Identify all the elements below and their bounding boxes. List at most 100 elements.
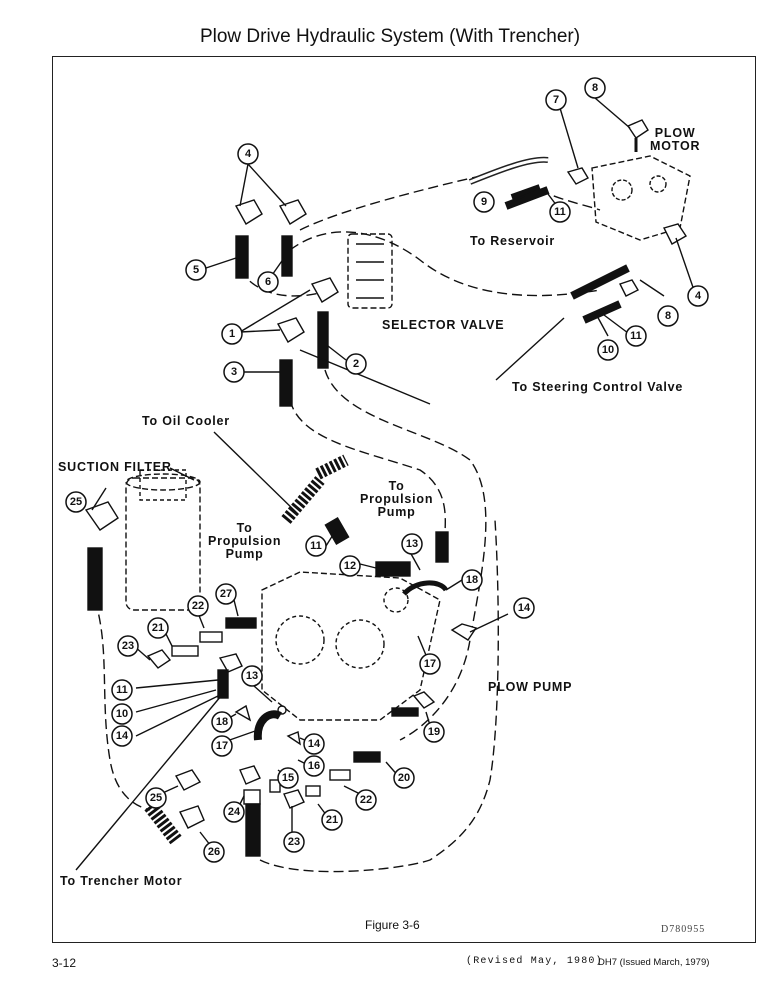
callout-25: 25 (65, 491, 87, 513)
callout-27: 27 (215, 583, 237, 605)
callout-number: 23 (288, 836, 300, 848)
to-propulsion-right-line2: Propulsion (360, 492, 434, 506)
callout-circle (147, 617, 169, 639)
callout-number: 13 (406, 538, 418, 550)
to-propulsion-left-line3: Pump (225, 547, 264, 561)
callout-circle (513, 597, 535, 619)
callout-number: 22 (360, 794, 372, 806)
callout-number: 1 (229, 328, 235, 340)
callout-circle (221, 323, 243, 345)
callout-number: 26 (208, 846, 220, 858)
callout-11: 11 (625, 325, 647, 347)
callout-number: 22 (192, 600, 204, 612)
callout-number: 10 (602, 344, 614, 356)
callout-number: 10 (116, 708, 128, 720)
callout-number: 8 (665, 310, 671, 322)
callout-circle (237, 143, 259, 165)
callout-number: 11 (554, 206, 566, 218)
callout-number: 20 (398, 772, 410, 784)
callout-circle (111, 679, 133, 701)
callout-18: 18 (461, 569, 483, 591)
callout-number: 2 (353, 358, 359, 370)
callout-number: 14 (308, 738, 321, 750)
callout-number: 18 (466, 574, 478, 586)
callout-circle (215, 583, 237, 605)
callout-circle (393, 767, 415, 789)
callout-number: 7 (553, 94, 559, 106)
callout-circle (257, 271, 279, 293)
callout-circle (185, 259, 207, 281)
callout-circle (305, 535, 327, 557)
callout-circle (211, 735, 233, 757)
callout-18: 18 (211, 711, 233, 733)
callout-11: 11 (549, 201, 571, 223)
callout-circle (419, 653, 441, 675)
callout-21: 21 (321, 809, 343, 831)
callout-number: 14 (116, 730, 129, 742)
callout-circle (345, 353, 367, 375)
callout-10: 10 (597, 339, 619, 361)
callout-circle (303, 733, 325, 755)
callout-16: 16 (303, 755, 325, 777)
callout-14: 14 (513, 597, 535, 619)
callout-14: 14 (303, 733, 325, 755)
callout-number: 3 (231, 366, 237, 378)
callout-circle (473, 191, 495, 213)
page-title: Plow Drive Hydraulic System (With Trench… (199, 26, 581, 47)
callout-12: 12 (339, 555, 361, 577)
callout-11: 11 (111, 679, 133, 701)
callout-number: 16 (308, 760, 320, 772)
callout-circle (145, 787, 167, 809)
callout-number: 4 (695, 290, 702, 302)
callout-number: 9 (481, 196, 487, 208)
to-propulsion-right-line3: Pump (377, 505, 416, 519)
callout-20: 20 (393, 767, 415, 789)
plow-motor-label-line1: PLOW (654, 126, 696, 140)
callout-circle (339, 555, 361, 577)
figure-frame (52, 56, 756, 943)
callout-25: 25 (145, 787, 167, 809)
drawing-code: D780955 (661, 924, 706, 935)
callout-9: 9 (473, 191, 495, 213)
selector-valve-label: SELECTOR VALVE (382, 318, 505, 332)
callout-number: 6 (265, 276, 271, 288)
callout-number: 12 (344, 560, 356, 572)
callout-22: 22 (355, 789, 377, 811)
revision-note: (Revised May, 1980) (466, 956, 603, 967)
callout-5: 5 (185, 259, 207, 281)
callout-number: 19 (428, 726, 440, 738)
callout-circle (545, 89, 567, 111)
callout-26: 26 (203, 841, 225, 863)
callout-circle (423, 721, 445, 743)
callout-circle (223, 801, 245, 823)
figure-caption: Figure 3-6 (365, 918, 420, 932)
to-propulsion-right-line1: To (388, 479, 405, 493)
callout-8: 8 (657, 305, 679, 327)
to-propulsion-left-line2: Propulsion (208, 534, 282, 548)
callout-circle (461, 569, 483, 591)
callout-number: 18 (216, 716, 228, 728)
callout-number: 25 (70, 496, 82, 508)
callout-23: 23 (283, 831, 305, 853)
callout-circle (303, 755, 325, 777)
callout-circle (657, 305, 679, 327)
callout-circle (355, 789, 377, 811)
callout-number: 11 (116, 684, 128, 696)
callout-circle (401, 533, 423, 555)
callout-circle (111, 703, 133, 725)
to-reservoir-label: To Reservoir (470, 234, 556, 248)
callout-22: 22 (187, 595, 209, 617)
callout-6: 6 (257, 271, 279, 293)
callout-number: 17 (216, 740, 228, 752)
callout-circle (625, 325, 647, 347)
to-propulsion-pump-right-label: To Propulsion Pump (360, 480, 433, 519)
suction-filter-label: SUCTION FILTER (58, 460, 172, 474)
callout-4: 4 (237, 143, 259, 165)
callout-circle (117, 635, 139, 657)
callout-circle (277, 767, 299, 789)
callout-23: 23 (117, 635, 139, 657)
callout-circle (111, 725, 133, 747)
page-number: 3-12 (52, 956, 77, 970)
